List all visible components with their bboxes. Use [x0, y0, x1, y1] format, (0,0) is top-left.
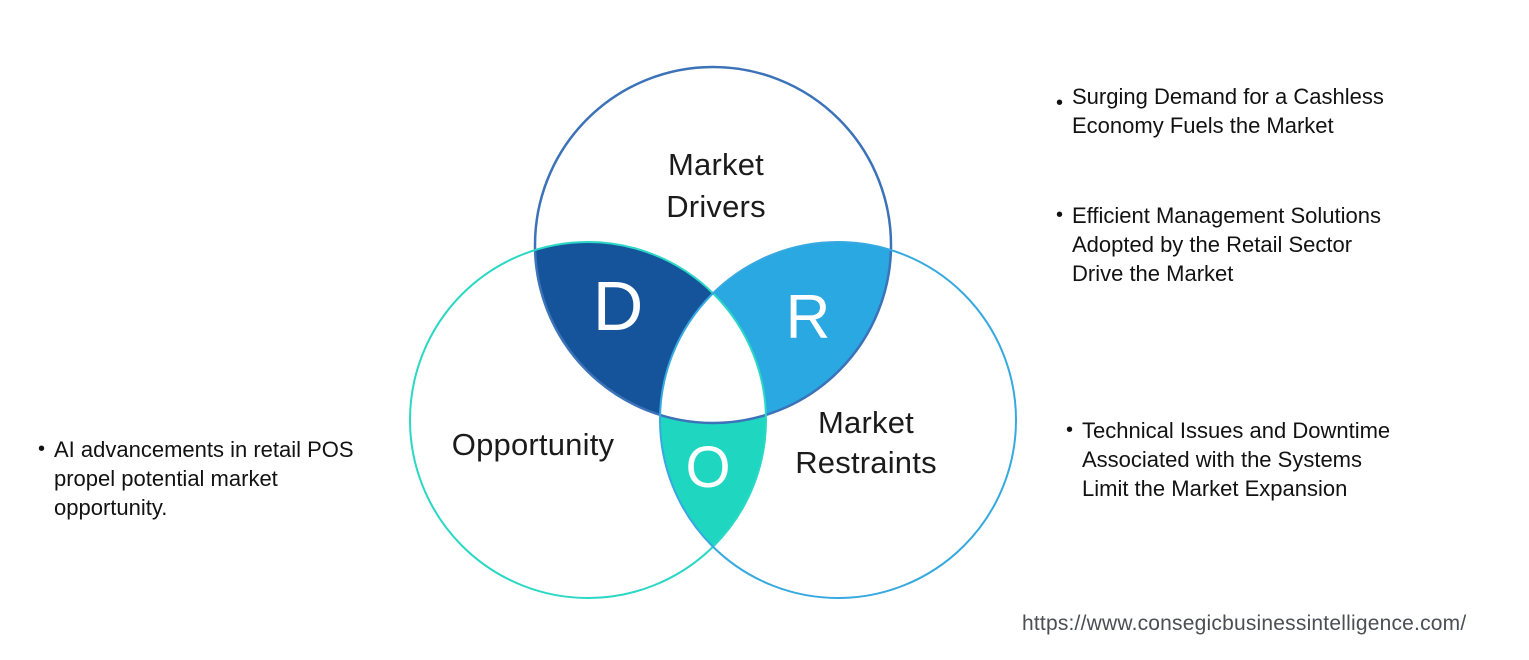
opportunity-circle-outline [409, 241, 767, 599]
drivers-circle-outline [533, 65, 893, 425]
source-url: https://www.consegicbusinessintelligence… [1022, 612, 1467, 635]
restraint-bullet-item: • Technical Issues and Downtime Associat… [1066, 416, 1390, 503]
opportunity-bullet-item: • AI advancements in retail POS propel p… [38, 435, 354, 522]
bullet-icon: • [1056, 204, 1064, 226]
bullet-icon: • [1066, 419, 1074, 441]
driver-bullet-text-2: Efficient Management Solutions Adopted b… [1072, 203, 1381, 286]
drivers-letter: D [592, 267, 644, 345]
restraints-label: Market Restraints [795, 405, 937, 480]
opportunity-letter: O [685, 435, 731, 500]
bullet-icon: • [1056, 92, 1064, 114]
restraints-letter: R [785, 283, 831, 352]
driver-bullet-text-1: Surging Demand for a Cashless Economy Fu… [1072, 84, 1384, 138]
drivers-label: Market Drivers [666, 147, 766, 224]
bullet-icon: • [38, 438, 46, 460]
opportunity-label: Opportunity [451, 427, 615, 462]
driver-bullet-item-2: • Efficient Management Solutions Adopted… [1056, 201, 1381, 288]
driver-bullet-item-1: • Surging Demand for a Cashless Economy … [1056, 82, 1384, 140]
restraints-circle-outline [659, 241, 1017, 599]
opportunity-bullet-text: AI advancements in retail POS propel pot… [54, 437, 354, 520]
restraint-bullet-text: Technical Issues and Downtime Associated… [1082, 418, 1391, 501]
